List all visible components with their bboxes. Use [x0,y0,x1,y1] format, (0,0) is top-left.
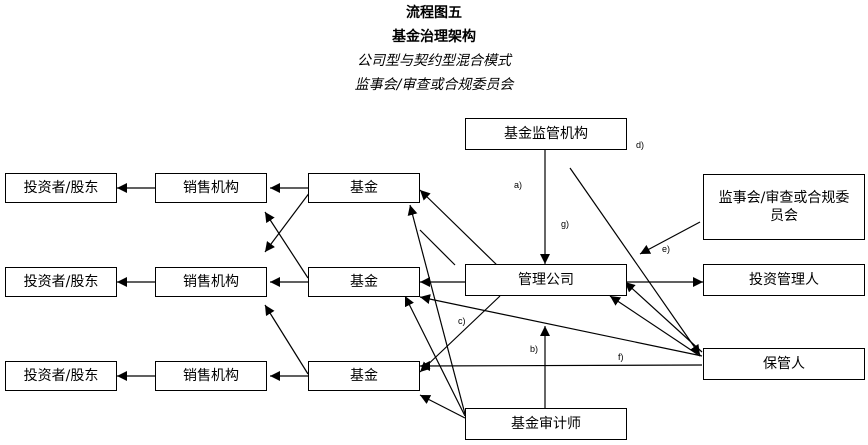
arrow-custodian-fund3 [419,360,703,371]
supervisory-box: 监事会/审查或合规委员会 [703,174,865,240]
arrow-management-fund1 [419,189,501,269]
arrow-custodian-management [609,295,701,357]
arrow-auditor-fund1 [407,204,466,415]
custodian-box: 保管人 [703,348,865,380]
investor-box-3: 投资者/股东 [5,361,117,391]
regulator-box: 基金监管机构 [465,118,627,150]
fund-box-1: 基金 [308,173,420,203]
arrow-supervisory-management [639,221,701,255]
arrow-management-fund3 [419,295,501,373]
label-f: f) [618,352,624,362]
label-b: b) [530,344,539,354]
diagram-title: 基金治理架构 [392,29,476,45]
sales-box-2: 销售机构 [155,267,267,297]
diagram-subtitle-2: 监事会/审查或合规委员会 [354,77,514,93]
label-g: g) [561,219,570,229]
label-d: d) [636,140,645,150]
line-c-fund1 [419,229,456,266]
investor-box-2: 投资者/股东 [5,267,117,297]
investor-box-1: 投资者/股东 [5,173,117,203]
arrow-fund1-sales2 [264,191,311,253]
diagram-number: 流程图五 [406,5,462,21]
arrow-regulator-custodian [569,167,701,356]
arrow-auditor-fund3 [419,394,466,419]
label-c: c) [458,316,466,326]
fund-box-2: 基金 [308,267,420,297]
diagram-subtitle: 公司型与契约型混合模式 [357,53,511,69]
fund-box-3: 基金 [308,361,420,391]
arrow-auditor-fund2 [404,295,466,417]
arrow-fund3-sales2 [264,304,309,375]
arrow-custodian-management-2 [624,281,703,353]
arrow-custodian-fund2 [419,294,703,357]
sales-box-1: 销售机构 [155,173,267,203]
investment-manager-box: 投资管理人 [703,264,865,296]
auditor-box: 基金审计师 [465,408,627,440]
management-box: 管理公司 [465,264,627,296]
label-a: a) [514,180,523,190]
label-e: e) [662,244,671,254]
arrow-fund2-sales1 [264,211,309,279]
sales-box-3: 销售机构 [155,361,267,391]
